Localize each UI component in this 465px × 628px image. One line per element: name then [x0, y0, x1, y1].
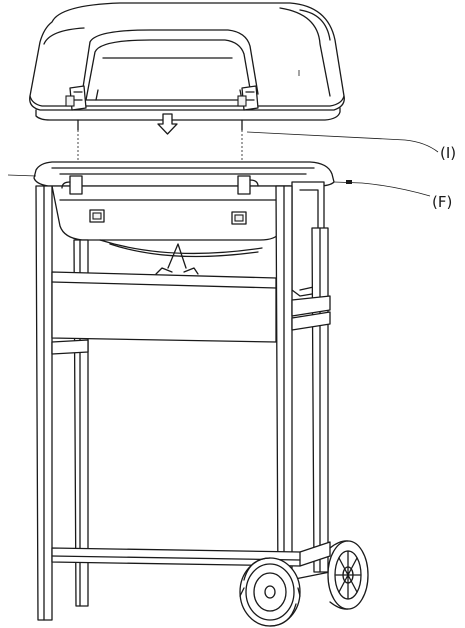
down-arrow-icon	[157, 113, 178, 135]
grill-cart	[35, 185, 351, 621]
callout-i: (I)	[246, 131, 456, 162]
grill-firebox	[33, 161, 335, 297]
callout-f-label: (F)	[432, 193, 452, 211]
wheel-rear	[327, 540, 369, 610]
callout-i-label: (I)	[440, 144, 456, 162]
lid-hinge-left	[65, 85, 87, 111]
grill-lid	[29, 2, 345, 121]
bowl-support	[99, 239, 263, 275]
callout-f: (F)	[7, 174, 452, 211]
lid-hinge-right	[237, 85, 259, 111]
wheel-front	[239, 557, 301, 627]
